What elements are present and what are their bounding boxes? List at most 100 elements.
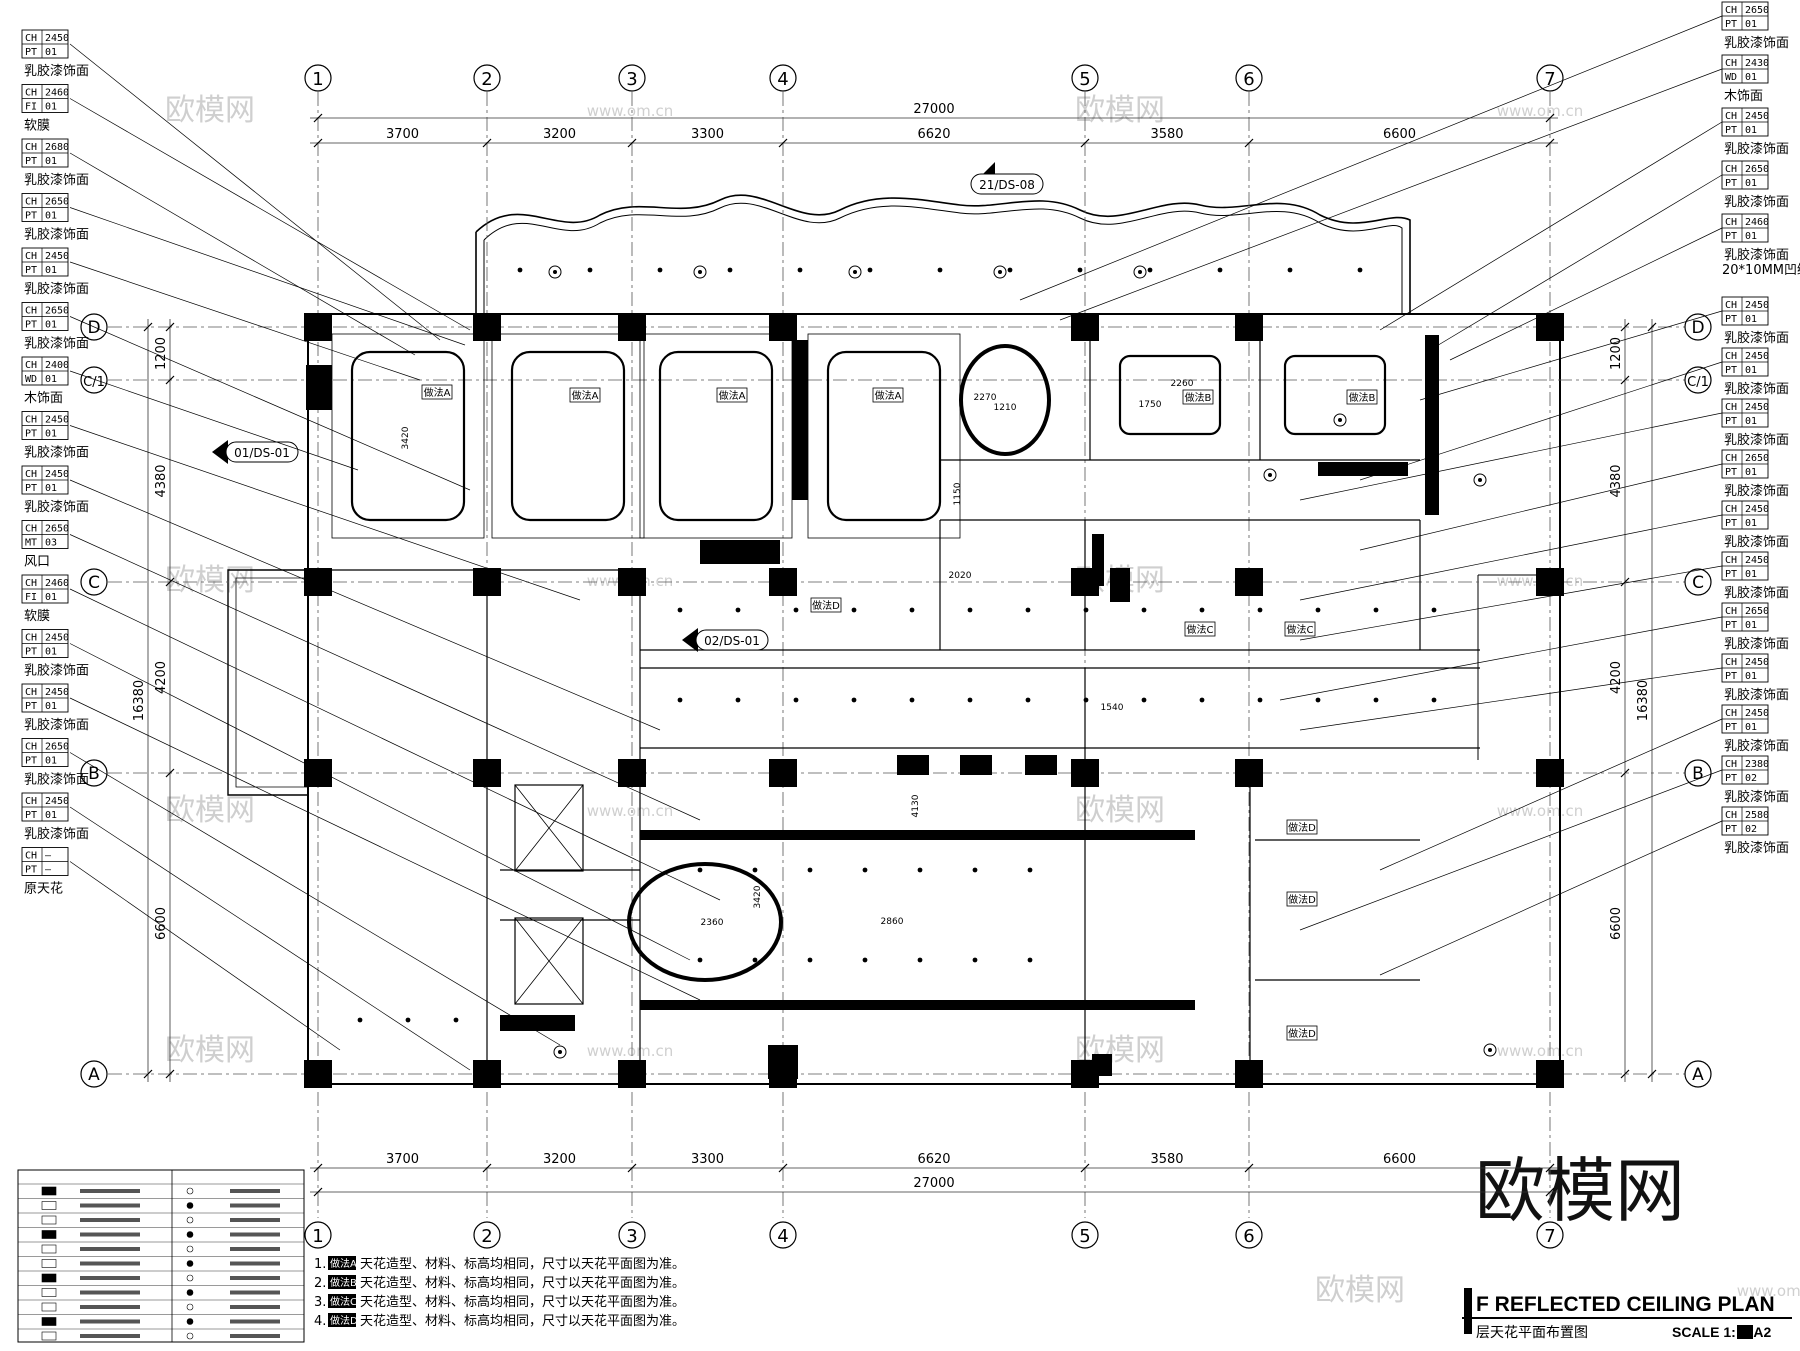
- light-fixture: [1133, 265, 1147, 279]
- tag-left-code: PT: [25, 865, 37, 876]
- legend-symbol-right: [186, 1187, 194, 1195]
- left-dim-text: 6600: [154, 907, 169, 940]
- dim-tick: [1545, 113, 1555, 123]
- tag-right-label: 乳胶漆饰面: [1724, 330, 1789, 346]
- leader-line-left: [69, 43, 441, 341]
- legend-desc-bar: [80, 1290, 140, 1295]
- right-dim-text: 1200: [1609, 337, 1624, 370]
- grid-bubble-right: [1684, 568, 1712, 596]
- watermark-brand: 欧模网: [1075, 93, 1165, 128]
- left-wing: [227, 569, 308, 796]
- legend-symbol: [41, 1273, 57, 1283]
- note-text: 天花造型、材料、标高均相同，尺寸以天花平面图为准。: [360, 1256, 685, 1272]
- legend-desc-bar-right: [230, 1261, 280, 1266]
- ceiling-recess-b1: [1118, 354, 1222, 436]
- downlight-dot: [405, 1017, 411, 1023]
- tag-right-code: PT: [1725, 19, 1737, 30]
- downlight-dot: [735, 697, 741, 703]
- tag-right-ch-label: CH: [1725, 810, 1737, 821]
- leader-line-left: [69, 697, 701, 1001]
- legend-desc-bar-right: [230, 1276, 280, 1280]
- structural-column: [1536, 1060, 1564, 1088]
- light-fixture-center: [553, 270, 557, 274]
- ceiling-recess-rounded: [350, 350, 466, 522]
- legend-desc-bar: [80, 1189, 140, 1193]
- room-tag-box: [872, 387, 904, 403]
- downlight-dot: [677, 697, 683, 703]
- watermark-brand: 欧模网: [165, 1033, 255, 1068]
- tag-left-num: 01: [45, 756, 57, 767]
- tag-right-code: PT: [1725, 569, 1737, 580]
- wall-bar: [768, 1045, 798, 1079]
- room-tag-text: 做法A: [572, 389, 599, 402]
- tag-right-code: WD: [1725, 72, 1737, 83]
- tag-left-num: 01: [45, 156, 57, 167]
- ceiling-recess-frame: [807, 333, 961, 539]
- leader-line-left: [69, 261, 421, 381]
- light-fixture: [993, 265, 1007, 279]
- downlight-dot: [1025, 607, 1031, 613]
- tag-right-code: PT: [1725, 178, 1737, 189]
- left-dim-text: 4380: [154, 464, 169, 497]
- legend-desc-bar: [80, 1261, 140, 1266]
- dim-tick: [165, 322, 175, 332]
- legend-symbol: [41, 1331, 57, 1341]
- tag-right-ch-value: 2450: [1745, 555, 1769, 566]
- tag-left-label: 原天花: [24, 881, 63, 897]
- downlight-dot: [1357, 267, 1363, 273]
- dim-tick: [1244, 138, 1254, 148]
- dim-tick: [1620, 1069, 1630, 1079]
- leader-line-right: [1299, 514, 1723, 601]
- tag-left-ch-label: CH: [25, 415, 37, 426]
- span-dim-top-text: 3700: [386, 127, 419, 142]
- leader-line-right: [1299, 412, 1723, 501]
- tag-left-code: WD: [25, 374, 37, 385]
- downlight-dot: [453, 1017, 459, 1023]
- tag-left-ch-value: 2650: [45, 524, 69, 535]
- tag-left-label: 乳胶漆饰面: [24, 663, 89, 679]
- light-fixture: [693, 265, 707, 279]
- leader-line-left: [69, 98, 471, 331]
- downlight-dot: [1373, 607, 1379, 613]
- note-tag-box: [328, 1275, 356, 1289]
- legend-desc-bar-right: [230, 1305, 280, 1309]
- legend-symbol: [41, 1201, 57, 1210]
- building-outline: [307, 313, 1561, 1085]
- tag-left-label: 乳胶漆饰面: [24, 281, 89, 297]
- tag-left-ch-label: CH: [25, 142, 37, 153]
- downlight-dot: [862, 867, 868, 873]
- downlight-dot: [972, 867, 978, 873]
- tag-right-ch-label: CH: [1725, 504, 1737, 515]
- tag-left-code: PT: [25, 265, 37, 276]
- ceiling-recess-frame: [491, 333, 645, 539]
- tag-left-ch-label: CH: [25, 851, 37, 862]
- dim-tick: [313, 1187, 323, 1197]
- structural-column: [769, 313, 797, 341]
- tag-left-ch-value: 2650: [45, 306, 69, 317]
- grid-label-left: A: [88, 1065, 100, 1085]
- oval-ceiling-feature-bottom: [627, 862, 783, 982]
- grid-label-top: 3: [626, 69, 637, 90]
- leader-line-left: [69, 806, 471, 1071]
- legend-symbol: [41, 1186, 57, 1196]
- span-dim-bottom-text: 3200: [543, 1152, 576, 1167]
- ceiling-recess-rounded: [658, 350, 774, 522]
- downlight-dot: [1257, 697, 1263, 703]
- tag-right-extra: 20*10MM凹缝: [1722, 263, 1800, 278]
- downlight-dot: [851, 697, 857, 703]
- right-dim-text: 4380: [1609, 464, 1624, 497]
- tag-left-ch-label: CH: [25, 469, 37, 480]
- structural-column: [1235, 759, 1263, 787]
- tag-right-label: 乳胶漆饰面: [1724, 247, 1789, 263]
- leader-line-right: [1299, 565, 1723, 641]
- room-tag-text: 做法A: [875, 389, 902, 402]
- structural-column: [304, 1060, 332, 1088]
- downlight-dot: [1025, 697, 1031, 703]
- tag-left-num: —: [45, 865, 52, 876]
- legend-desc-bar-right: [230, 1232, 280, 1237]
- structural-column: [1071, 313, 1099, 341]
- tag-right-code: PT: [1725, 416, 1737, 427]
